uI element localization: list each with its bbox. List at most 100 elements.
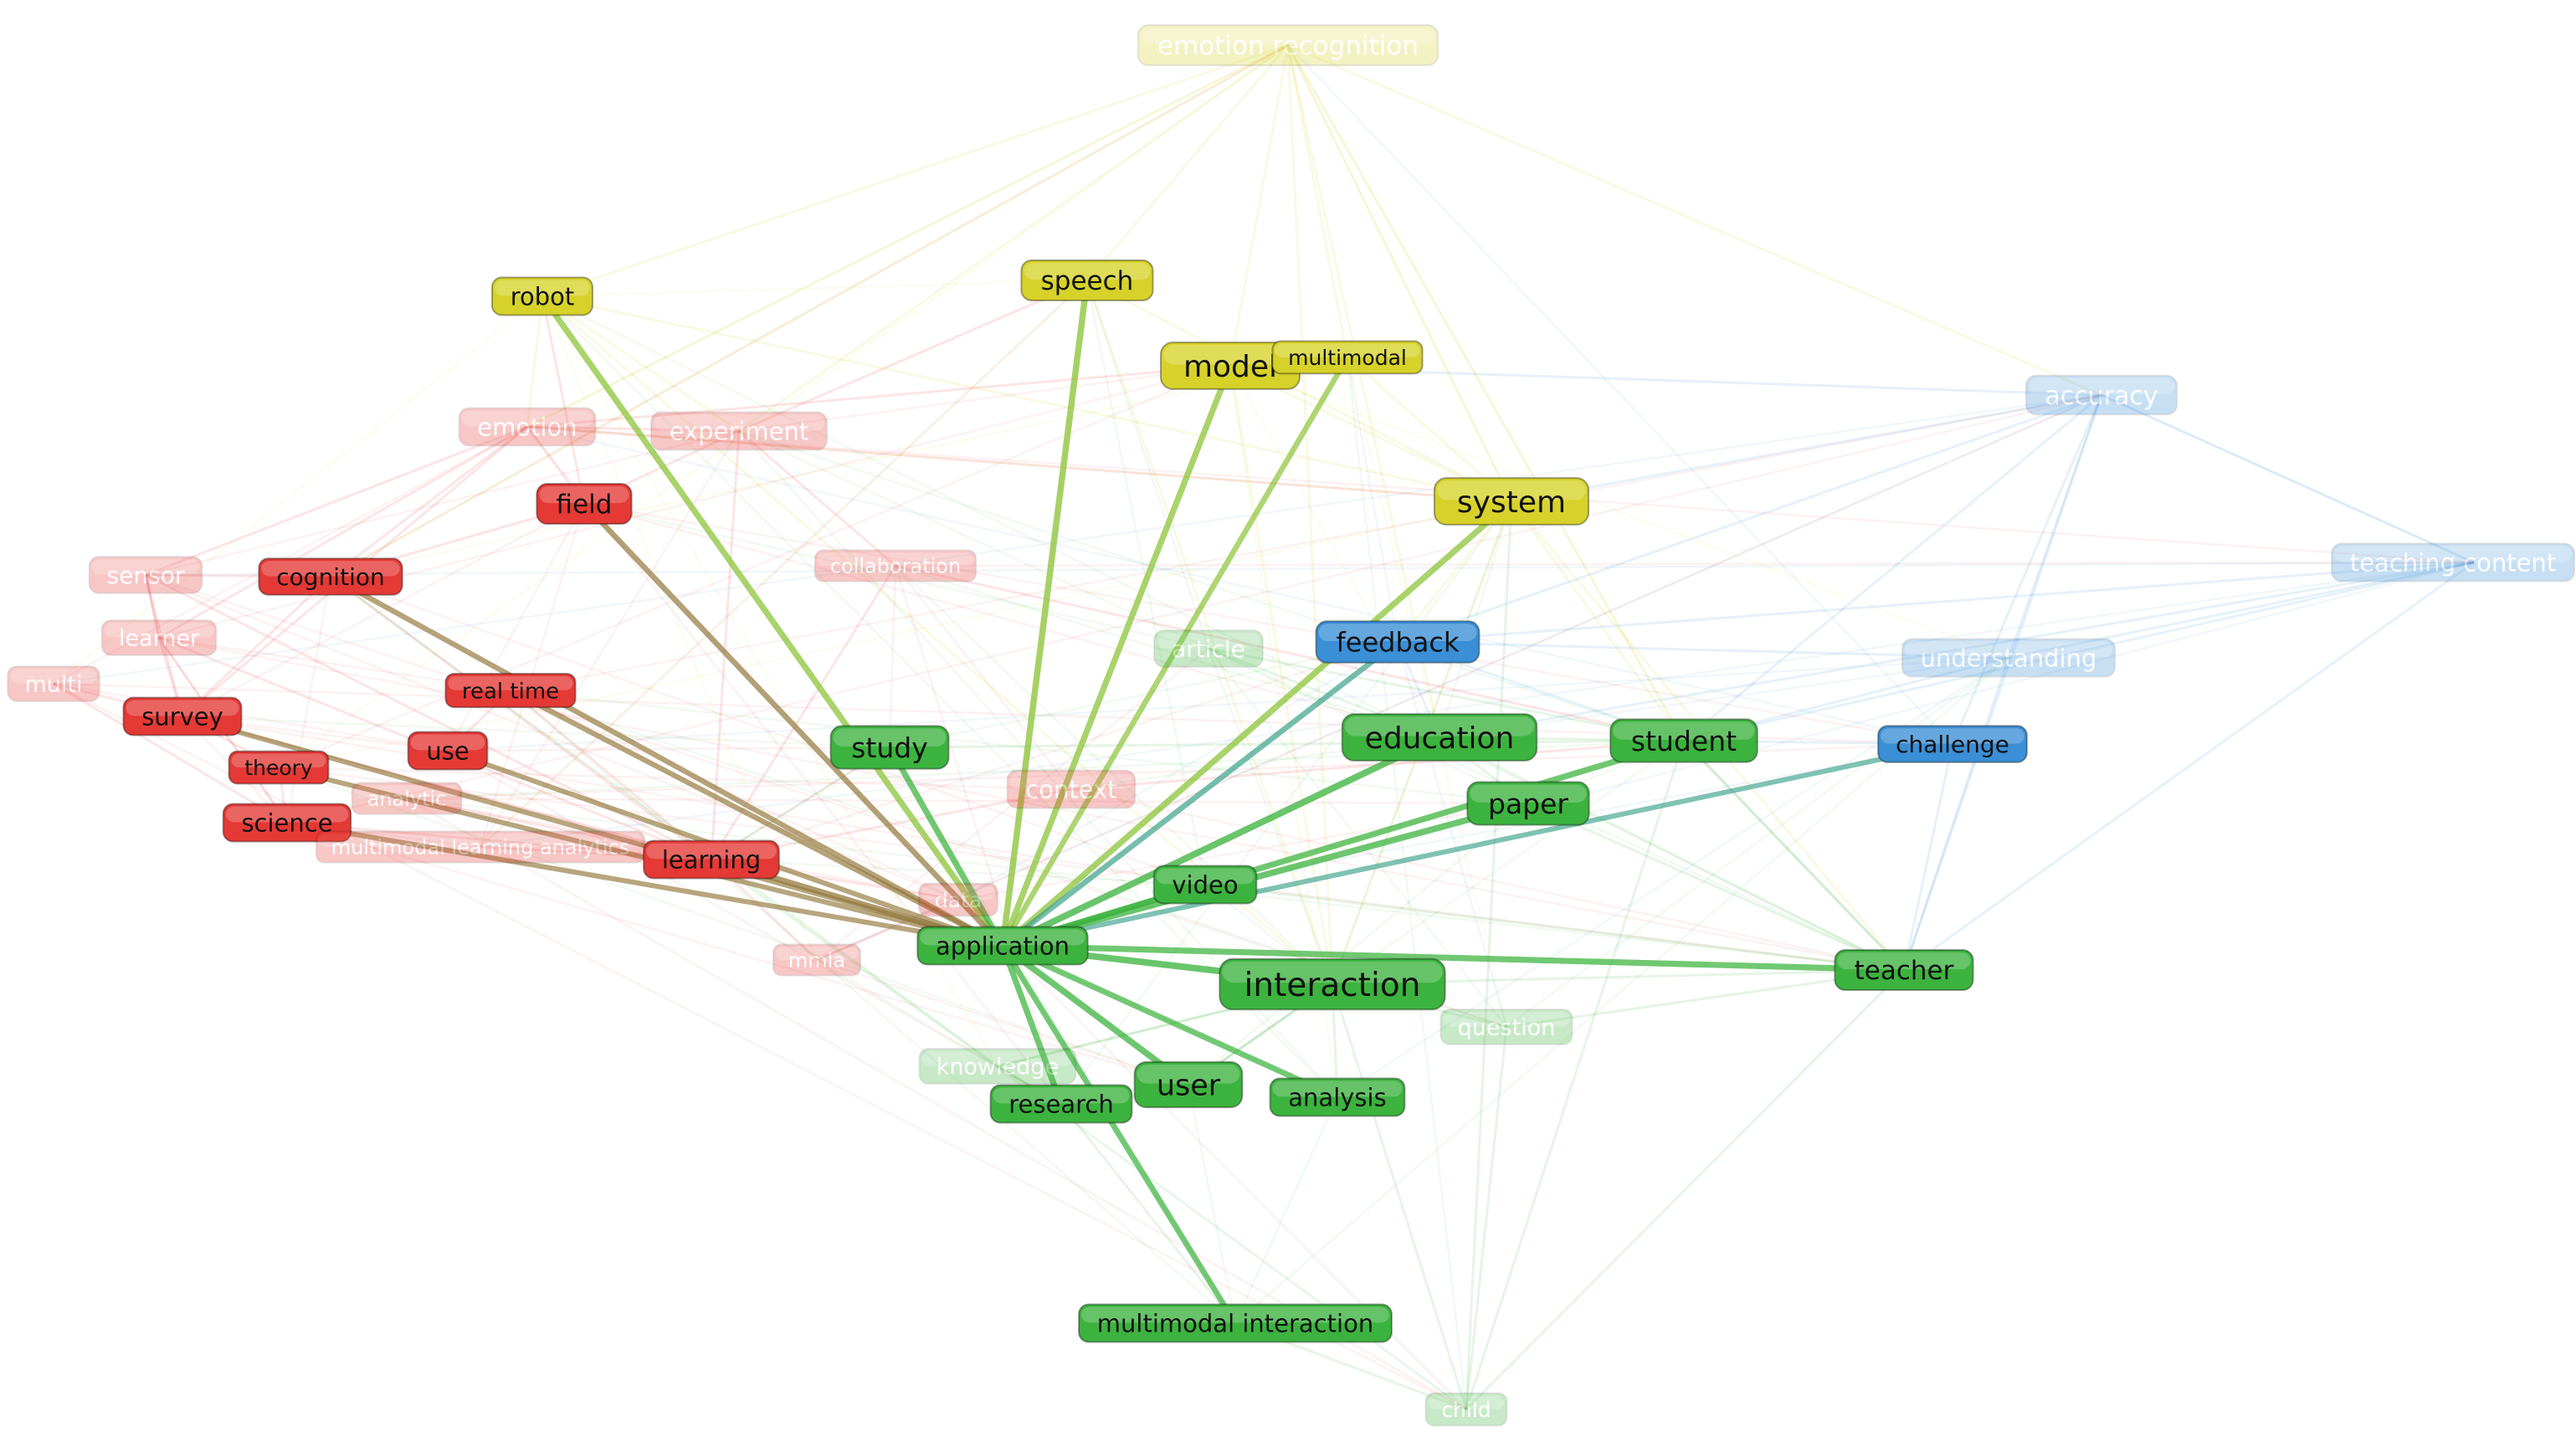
node-interaction[interactable]: interaction (1219, 957, 1446, 1011)
node-study[interactable]: study (829, 725, 950, 770)
mesh-link-multimodal-interaction-understanding (1234, 657, 2009, 1324)
node-theory[interactable]: theory (228, 750, 330, 785)
node-speech[interactable]: speech (1020, 259, 1154, 302)
node-multimodal-learning-analytics[interactable]: multimodal learning analytics (315, 830, 646, 864)
node-analytic[interactable]: analytic (351, 782, 463, 815)
mesh-link-context-teacher (1070, 788, 1905, 972)
node-box (100, 619, 218, 656)
node-gloss (1344, 716, 1535, 737)
node-box (829, 725, 950, 770)
node-mmla[interactable]: mmla (772, 943, 862, 977)
node-gloss (921, 885, 995, 900)
node-label: research (1008, 1090, 1113, 1118)
node-learning[interactable]: learning (643, 839, 780, 880)
node-research[interactable]: research (989, 1084, 1133, 1124)
node-box (222, 803, 352, 843)
node-multimodality[interactable]: multi (7, 665, 100, 702)
node-data[interactable]: data (918, 882, 998, 917)
mesh-link-mmla-user (816, 958, 1189, 1086)
link-emotion-recognition-emotion (526, 44, 1289, 429)
node-gloss (410, 734, 485, 751)
link-teacher-student (1682, 739, 1906, 972)
node-label: accuracy (2045, 382, 2158, 411)
node-sensor[interactable]: sensor (88, 556, 203, 594)
strong-link-application-robot (539, 293, 1006, 949)
link-robot-experiment (541, 295, 740, 433)
mesh-link-article-speech (1085, 280, 1210, 649)
mesh-link-accuracy-multimodality (53, 393, 2102, 685)
mesh-link-multimodality-use (53, 682, 449, 752)
node-knowledge[interactable]: knowledge (918, 1048, 1077, 1085)
link-video-teacher (1204, 883, 1905, 972)
node-user[interactable]: user (1133, 1060, 1244, 1109)
link-emotion-cognition (330, 425, 528, 578)
node-education[interactable]: education (1341, 713, 1538, 762)
link-child-interaction (1331, 983, 1468, 1410)
node-feedback[interactable]: feedback (1315, 620, 1480, 664)
node-box (649, 411, 829, 451)
mesh-link-education-collaboration (895, 564, 1440, 739)
node-gloss (1904, 641, 2113, 658)
node-robot[interactable]: robot (490, 276, 594, 316)
node-science[interactable]: science (222, 803, 352, 843)
link-multimodal-system (1347, 356, 1512, 503)
node-understanding[interactable]: understanding (1901, 638, 2117, 678)
link-accuracy-feedback (1397, 393, 2102, 644)
node-teaching-content[interactable]: teaching content (2331, 542, 2575, 583)
node-teacher[interactable]: teacher (1834, 948, 1974, 992)
link-accuracy-teaching-content (2101, 393, 2475, 564)
node-emotion[interactable]: emotion (458, 407, 597, 447)
node-child[interactable]: child (1424, 1392, 1508, 1427)
node-box (2331, 542, 2575, 583)
node-cognition[interactable]: cognition (258, 557, 403, 596)
node-challenge[interactable]: challenge (1877, 725, 2028, 763)
node-gloss (1009, 772, 1133, 789)
node-multimodal[interactable]: multimodal (1271, 340, 1424, 375)
strong-link-application-user (999, 942, 1192, 1088)
node-model[interactable]: model (1159, 341, 1301, 390)
node-label: learner (119, 626, 200, 652)
mesh-link-teaching-content-sensor (145, 561, 2475, 577)
mesh-link-theory-model (278, 364, 1231, 769)
node-real-time[interactable]: real time (444, 672, 577, 709)
node-label: real time (462, 679, 559, 704)
node-label: data (935, 888, 982, 912)
node-gloss (448, 675, 573, 690)
link-cognition-learning (330, 575, 712, 861)
node-label: teaching content (2350, 548, 2556, 577)
node-paper[interactable]: paper (1466, 781, 1590, 826)
node-system[interactable]: system (1433, 477, 1590, 526)
node-context[interactable]: context (1006, 769, 1137, 809)
mesh-link-cognition-science (285, 576, 332, 824)
node-accuracy[interactable]: accuracy (2024, 374, 2178, 416)
node-experiment[interactable]: experiment (649, 411, 829, 451)
node-video[interactable]: video (1152, 865, 1258, 905)
node-question[interactable]: question (1439, 1009, 1573, 1045)
node-label: knowledge (936, 1055, 1059, 1080)
mesh-link-learning-feedback (711, 640, 1398, 861)
node-gloss (1157, 633, 1260, 649)
node-emotion-recognition[interactable]: emotion recognition (1137, 23, 1439, 67)
node-box (1153, 629, 1264, 668)
mesh-link-user-multimodal-interaction (1187, 1084, 1237, 1324)
mesh-link-challenge-emotion-recognition (1287, 44, 1953, 745)
mesh-link-context-collaboration (895, 565, 1072, 790)
link-child-teacher (1465, 968, 1906, 1411)
node-survey[interactable]: survey (122, 696, 243, 737)
node-label: context (1025, 775, 1116, 803)
node-student[interactable]: student (1609, 718, 1758, 763)
node-collaboration[interactable]: collaboration (813, 549, 978, 583)
node-box (228, 750, 330, 785)
link-accuracy-teacher (1902, 394, 2103, 971)
node-use[interactable]: use (407, 731, 489, 771)
node-field[interactable]: field (536, 482, 633, 526)
link-emotion-recognition-robot (541, 44, 1289, 298)
node-analysis[interactable]: analysis (1269, 1077, 1406, 1117)
node-learner[interactable]: learner (100, 619, 218, 656)
node-box (444, 672, 577, 709)
node-label: education (1365, 721, 1515, 756)
node-multimodal-interaction[interactable]: multimodal interaction (1078, 1303, 1393, 1343)
node-application[interactable]: application (916, 926, 1089, 966)
link-robot-system (541, 295, 1512, 503)
node-article[interactable]: article (1153, 629, 1264, 668)
